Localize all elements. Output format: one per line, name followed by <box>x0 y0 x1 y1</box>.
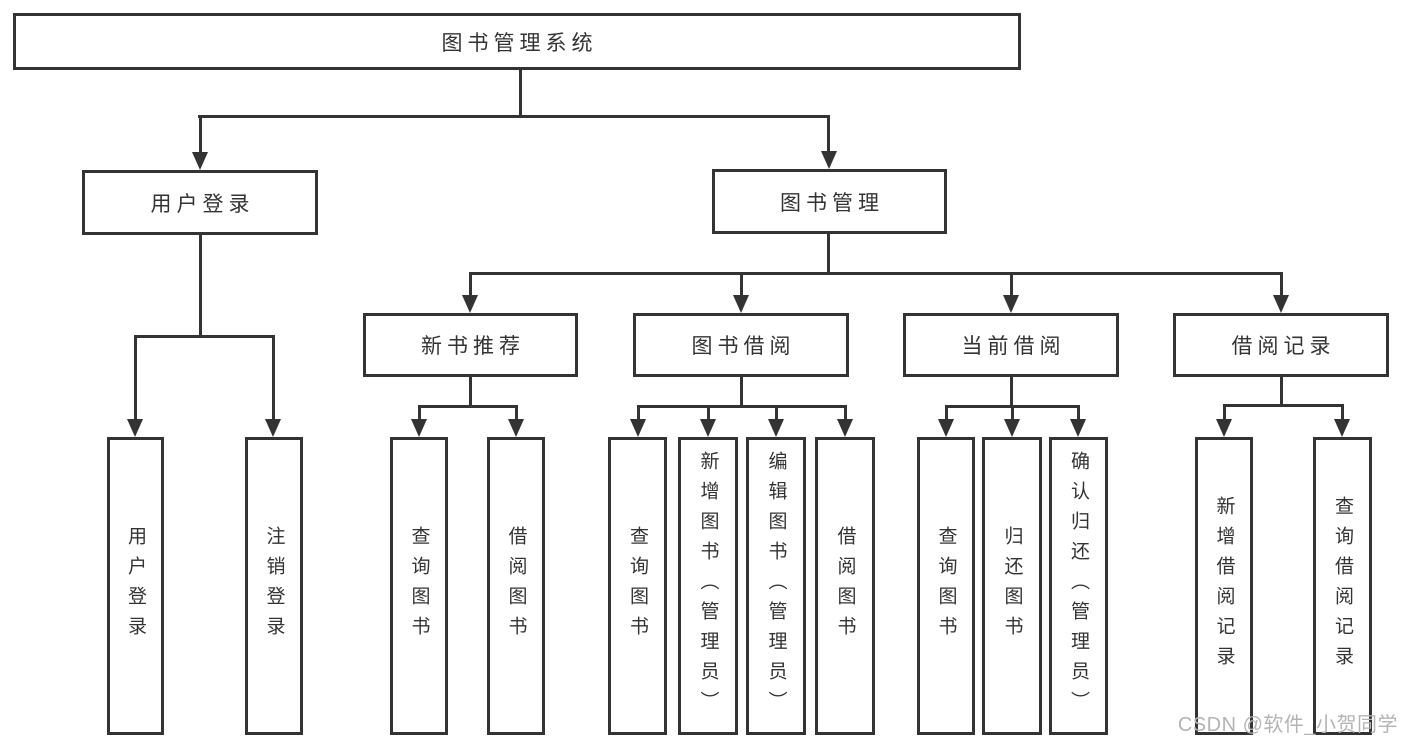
leaf-edit-book-admin-label: 编辑图书（管理员） <box>765 451 787 721</box>
leaf-query-book-1-label: 查询图书 <box>408 526 430 646</box>
connector-borrow-record-bar <box>1223 404 1344 407</box>
leaf-return-book: 归还图书 <box>982 437 1042 735</box>
connector-arrow-stem-new-book-recommend <box>469 272 472 295</box>
connector-root-stem <box>519 70 522 118</box>
node-book-borrow-label: 图书借阅 <box>691 335 796 358</box>
node-book-management: 图书管理 <box>712 169 947 234</box>
arrow-down-icon-book-management <box>821 151 837 169</box>
node-current-borrow: 当前借阅 <box>903 313 1119 377</box>
connector-new-book-recommend-stem <box>469 377 472 408</box>
leaf-user-login-label: 用户登录 <box>125 526 146 646</box>
connector-borrow-record-stem <box>1280 377 1283 407</box>
leaf-add-borrow-record-label: 新增借阅记录 <box>1213 496 1235 676</box>
connector-book-borrow-stem <box>740 377 743 408</box>
leaf-query-book-1: 查询图书 <box>390 437 448 735</box>
connector-arrow-stem-return-book <box>1011 405 1014 419</box>
arrow-down-icon-confirm-return <box>1070 419 1086 437</box>
connector-arrow-stem-add-book <box>707 405 710 419</box>
arrow-down-icon-query-record <box>1334 419 1350 437</box>
leaf-confirm-return-admin-label: 确认归还（管理员） <box>1068 451 1089 721</box>
leaf-query-book-3: 查询图书 <box>917 437 975 735</box>
connector-root-bar <box>198 115 830 118</box>
connector-book-management-stem <box>827 234 830 275</box>
connector-current-borrow-stem <box>1010 377 1013 408</box>
arrow-down-icon-leaf-user-login <box>127 419 143 437</box>
connector-user-login-stem <box>199 235 202 338</box>
connector-arrow-stem-add-record <box>1223 404 1226 419</box>
leaf-logout-label: 注销登录 <box>263 526 285 646</box>
connector-arrow-stem-user-login <box>199 115 202 153</box>
node-user-login-label: 用户登录 <box>150 192 255 216</box>
arrow-down-icon-add-record <box>1216 419 1232 437</box>
node-root-label: 图书管理系统 <box>441 31 598 55</box>
connector-arrow-stem-query-book-1 <box>418 405 421 419</box>
arrow-down-icon-book-borrow <box>733 295 749 313</box>
leaf-query-book-3-label: 查询图书 <box>935 526 957 646</box>
leaf-confirm-return-admin: 确认归还（管理员） <box>1049 437 1108 735</box>
connector-book-management-bar <box>469 272 1283 275</box>
leaf-query-book-2-label: 查询图书 <box>627 526 648 646</box>
connector-arrow-stem-borrow-book-2 <box>844 405 847 419</box>
connector-arrow-stem-query-book-3 <box>945 405 948 419</box>
leaf-query-borrow-record: 查询借阅记录 <box>1313 437 1372 735</box>
arrow-down-icon-new-book-recommend <box>462 295 478 313</box>
connector-book-borrow-bar <box>637 405 847 408</box>
arrow-down-icon-leaf-logout <box>265 419 281 437</box>
leaf-borrow-book-1: 借阅图书 <box>487 437 545 735</box>
leaf-add-book-admin: 新增图书（管理员） <box>678 437 738 735</box>
connector-arrow-stem-leaf-user-login <box>134 335 137 419</box>
connector-arrow-stem-edit-book <box>775 405 778 419</box>
leaf-borrow-book-1-label: 借阅图书 <box>505 526 527 646</box>
connector-arrow-stem-current-borrow <box>1010 272 1013 295</box>
connector-arrow-stem-book-borrow <box>740 272 743 295</box>
leaf-edit-book-admin: 编辑图书（管理员） <box>746 437 806 735</box>
arrow-down-icon-query-book-1 <box>411 419 427 437</box>
connector-arrow-stem-borrow-record <box>1280 272 1283 295</box>
arrow-down-icon-borrow-record <box>1273 295 1289 313</box>
arrow-down-icon-borrow-book-2 <box>837 419 853 437</box>
leaf-user-login: 用户登录 <box>107 437 164 735</box>
leaf-return-book-label: 归还图书 <box>1001 526 1023 646</box>
connector-arrow-stem-query-record <box>1341 404 1344 419</box>
node-book-management-label: 图书管理 <box>780 191 884 215</box>
connector-arrow-stem-borrow-book-1 <box>515 405 518 419</box>
node-borrow-record-label: 借阅记录 <box>1231 335 1336 358</box>
leaf-query-book-2: 查询图书 <box>608 437 667 735</box>
arrow-down-icon-current-borrow <box>1003 295 1019 313</box>
arrow-down-icon-add-book <box>700 419 716 437</box>
arrow-down-icon-user-login <box>192 152 208 170</box>
connector-user-login-bar <box>134 335 275 338</box>
node-new-book-recommend-label: 新书推荐 <box>421 335 525 358</box>
arrow-down-icon-query-book-3 <box>938 419 954 437</box>
csdn-watermark: CSDN @软件_小贺同学 <box>1177 714 1398 736</box>
leaf-borrow-book-2: 借阅图书 <box>815 437 875 735</box>
leaf-add-borrow-record: 新增借阅记录 <box>1195 437 1253 735</box>
node-user-login: 用户登录 <box>82 170 318 235</box>
leaf-borrow-book-2-label: 借阅图书 <box>834 526 856 646</box>
arrow-down-icon-edit-book <box>768 419 784 437</box>
leaf-logout: 注销登录 <box>245 437 303 735</box>
node-current-borrow-label: 当前借阅 <box>961 335 1066 358</box>
arrow-down-icon-return-book <box>1004 419 1020 437</box>
connector-arrow-stem-leaf-logout <box>272 335 275 419</box>
node-borrow-record: 借阅记录 <box>1173 313 1389 377</box>
node-root: 图书管理系统 <box>13 13 1021 70</box>
leaf-query-borrow-record-label: 查询借阅记录 <box>1332 496 1353 676</box>
connector-arrow-stem-query-book-2 <box>637 405 640 419</box>
leaf-add-book-admin-label: 新增图书（管理员） <box>697 451 719 721</box>
connector-arrow-stem-book-management <box>827 115 830 152</box>
node-new-book-recommend: 新书推荐 <box>363 313 578 377</box>
connector-new-book-recommend-bar <box>418 405 518 408</box>
node-book-borrow: 图书借阅 <box>633 313 849 377</box>
connector-arrow-stem-confirm-return <box>1077 405 1080 419</box>
arrow-down-icon-query-book-2 <box>630 419 646 437</box>
arrow-down-icon-borrow-book-1 <box>508 419 524 437</box>
